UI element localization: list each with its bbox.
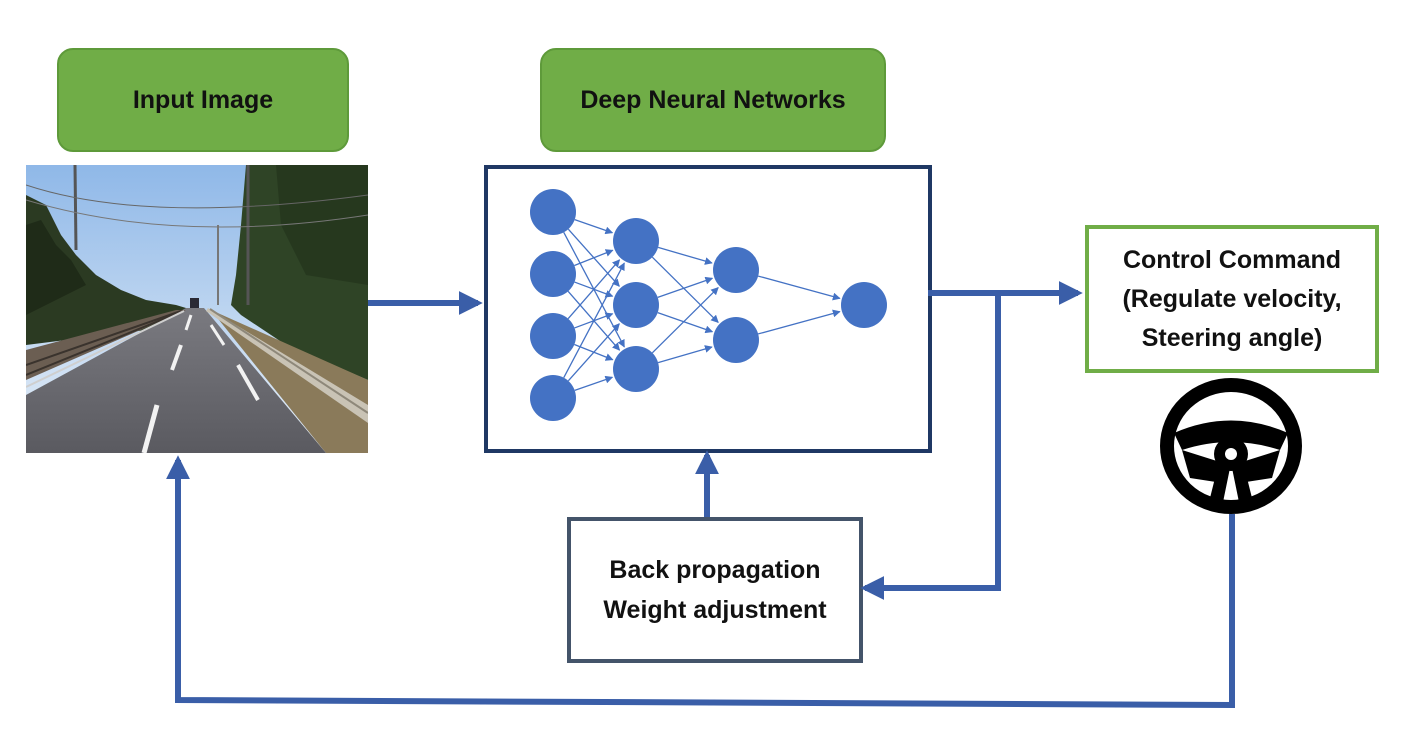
network-connection [574, 218, 614, 235]
network-connection [651, 287, 719, 354]
network-connection [574, 375, 614, 392]
network-connection [567, 259, 621, 320]
network-connection [651, 256, 719, 323]
network-nodes [530, 189, 887, 421]
network-connection [567, 323, 620, 382]
network-node-layer-2 [613, 218, 659, 264]
road-scene-image [26, 165, 368, 453]
network-node-layer-2 [613, 282, 659, 328]
dnn-label: Deep Neural Networks [580, 85, 846, 114]
network-connection [574, 249, 614, 267]
network-node-layer-1 [530, 313, 576, 359]
input-image-label: Input Image [132, 85, 274, 114]
network-node-layer-3 [713, 317, 759, 363]
input-image-label-box: Input Image [57, 48, 349, 152]
control-command-box: Control Command (Regulate velocity, Stee… [1085, 225, 1379, 373]
network-connection [563, 262, 625, 378]
neural-network-frame [484, 165, 932, 453]
network-connection [657, 311, 714, 334]
backprop-box: Back propagation Weight adjustment [567, 517, 863, 663]
network-node-layer-1 [530, 375, 576, 421]
backprop-label: Back propagation [609, 556, 821, 584]
network-node-layer-4 [841, 282, 887, 328]
dnn-label-box: Deep Neural Networks [540, 48, 886, 152]
network-connection [657, 276, 714, 299]
control-command-detail-2: Steering angle) [1141, 323, 1323, 352]
network-node-layer-2 [613, 346, 659, 392]
network-connection [657, 246, 713, 265]
network-connection [758, 309, 841, 335]
control-command-detail-1: (Regulate velocity, [1122, 284, 1342, 313]
steering-wheel-icon [1160, 378, 1302, 514]
network-connections [563, 218, 841, 392]
weight-adjustment-label: Weight adjustment [603, 596, 827, 624]
network-connection [758, 275, 841, 301]
control-command-title: Control Command [1122, 245, 1342, 274]
network-node-layer-1 [530, 251, 576, 297]
network-connection [657, 345, 713, 364]
network-node-layer-1 [530, 189, 576, 235]
neural-network-graphic [530, 189, 887, 421]
network-node-layer-3 [713, 247, 759, 293]
